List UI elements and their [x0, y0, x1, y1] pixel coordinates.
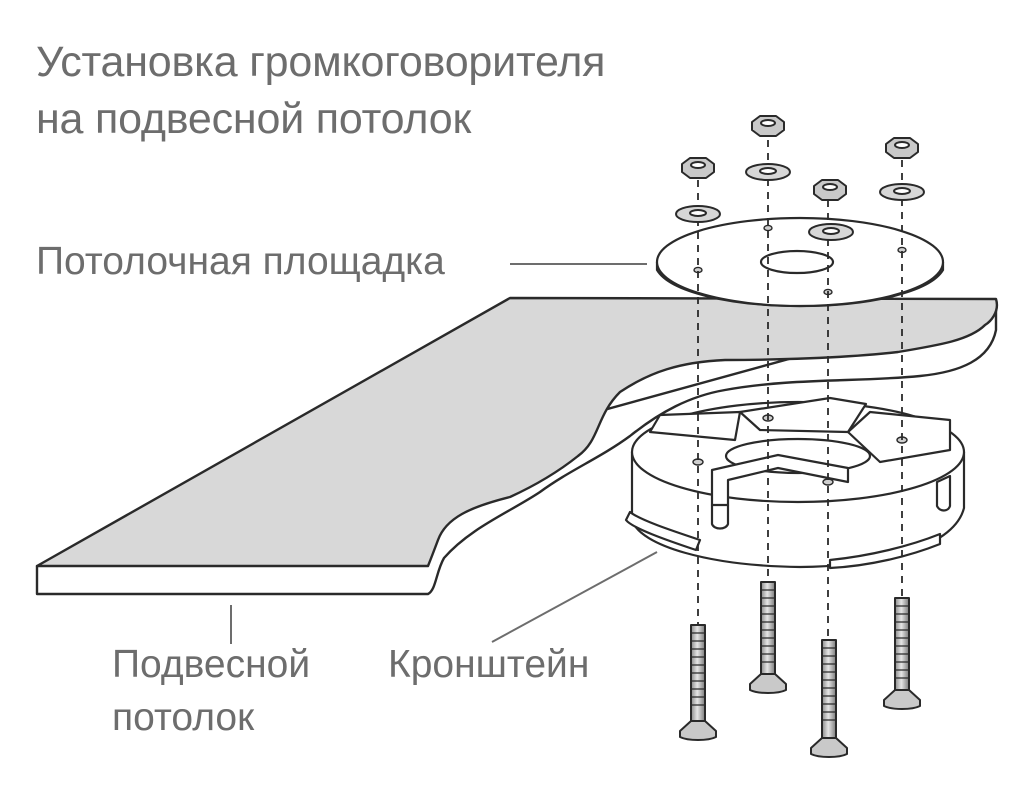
ceiling-panel-top — [35, 296, 999, 568]
bracket-side-slot-right — [935, 474, 952, 512]
ceiling-plate — [655, 216, 945, 308]
washer-3 — [808, 223, 854, 241]
washer-1 — [675, 205, 721, 223]
washer-2 — [745, 163, 791, 181]
bracket-notch-right — [828, 532, 942, 570]
label-ceiling-plate: Потолочная площадка — [36, 240, 445, 283]
washers — [675, 163, 925, 241]
label-suspended-ceiling-line-2: потолок — [112, 696, 255, 739]
assembly-axes — [697, 140, 903, 640]
bracket-notch-left — [624, 510, 702, 552]
bracket-slot-back — [738, 396, 868, 434]
leader-bracket — [491, 551, 658, 643]
hex-nut-3 — [813, 179, 847, 201]
ceiling-plate-center-hole — [759, 249, 835, 275]
bracket-side-slot-front — [710, 503, 730, 530]
leader-lines — [230, 263, 658, 644]
screws — [679, 581, 921, 758]
label-suspended-ceiling-line-1: Подвесной — [112, 643, 311, 686]
hex-nut-4 — [885, 137, 919, 159]
screw-2 — [749, 581, 787, 694]
hex-nuts — [681, 115, 919, 201]
bracket — [624, 396, 966, 570]
washer-4 — [879, 183, 925, 201]
screw-1 — [679, 624, 717, 741]
suspended-ceiling-panel — [35, 296, 999, 596]
screw-4 — [883, 597, 921, 710]
hex-nut-2 — [751, 115, 785, 137]
diagram-title-line-1: Установка громкоговорителя — [36, 38, 606, 86]
label-bracket: Кронштейн — [388, 643, 590, 686]
plate-hole-2 — [763, 224, 773, 232]
diagram-title-line-2: на подвесной потолок — [36, 95, 472, 143]
screw-3 — [810, 639, 848, 758]
hex-nut-1 — [681, 157, 715, 179]
